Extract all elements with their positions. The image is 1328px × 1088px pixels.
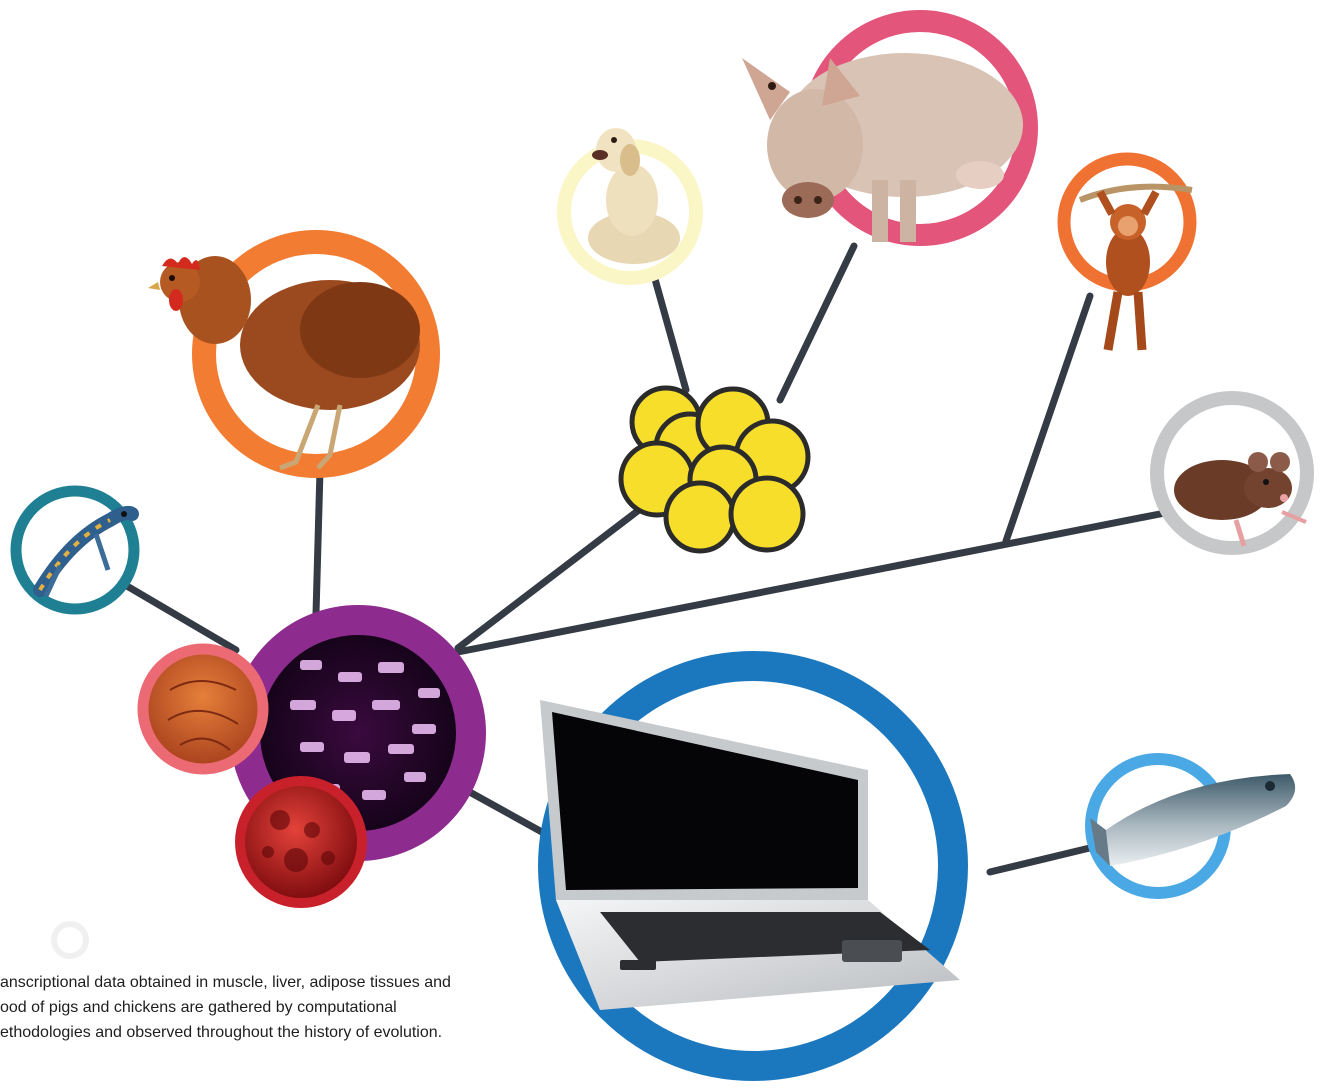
branch-lizard	[116, 578, 240, 654]
branch-primate	[1002, 292, 1094, 545]
branch-pig	[776, 242, 858, 404]
branch-main	[454, 508, 1174, 656]
branch-fish	[986, 842, 1102, 876]
chicken-node	[148, 230, 440, 478]
caption-text: anscriptional data obtained in muscle, l…	[0, 970, 520, 1045]
yellow-cell-cluster-icon	[618, 385, 811, 554]
dog-icon	[588, 128, 680, 264]
lizard-icon	[33, 505, 139, 598]
orangutan-node	[1057, 152, 1197, 351]
faint-ring-decoration	[51, 921, 89, 959]
pig-node	[742, 10, 1038, 246]
blood-cells-node	[235, 776, 367, 908]
muscle-tissue-icon	[167, 680, 239, 751]
branch-lines	[116, 242, 1174, 876]
fish-node	[1085, 753, 1296, 899]
caption-line-2: ood of pigs and chickens are gathered by…	[0, 999, 397, 1016]
laptop-node	[538, 651, 968, 1081]
chicken-icon	[148, 256, 420, 471]
pig-icon	[742, 53, 1023, 242]
dna-gel-icon	[290, 660, 440, 800]
caption-line-3: ethodologies and observed throughout the…	[0, 1024, 443, 1041]
mouse-node	[1150, 391, 1314, 555]
dog-node	[557, 128, 703, 285]
laptop-icon	[540, 700, 960, 1010]
caption-line-1: anscriptional data obtained in muscle, l…	[0, 974, 451, 991]
orangutan-icon	[1078, 183, 1193, 351]
lizard-node	[10, 485, 140, 615]
fish-icon	[1090, 774, 1296, 866]
blood-cells-icon	[262, 810, 335, 872]
mouse-icon	[1174, 452, 1307, 547]
branch-dog	[649, 268, 690, 394]
branch-cells	[454, 496, 656, 652]
muscle-tissue-node	[137, 643, 269, 775]
branch-chicken	[312, 466, 324, 618]
